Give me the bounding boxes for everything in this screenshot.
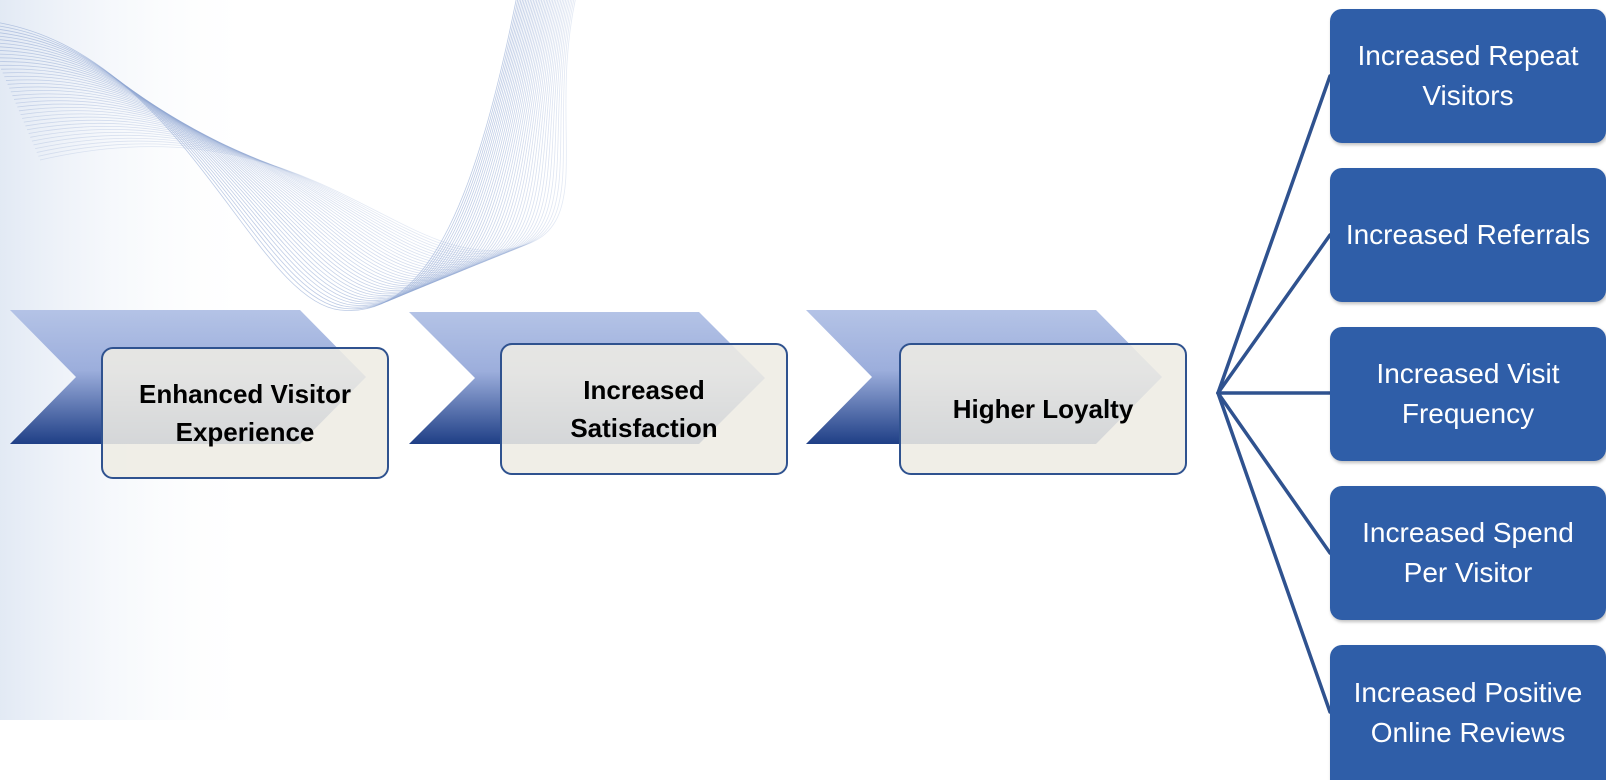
wave-line [30, 0, 567, 261]
stage-label: Higher Loyalty [952, 394, 1134, 424]
stage-box-increased-satisfaction: Increased Satisfaction [500, 343, 788, 475]
stage-label: Enhanced Visitor Experience [139, 379, 351, 447]
outcome-label: Increased Repeat Visitors [1357, 40, 1579, 111]
wave-line [1, 0, 538, 290]
wave-line [25, 0, 562, 266]
outcome-box-spend-per-visitor: Increased Spend Per Visitor [1330, 486, 1606, 620]
outcome-label: Increased Positive Online Reviews [1353, 676, 1583, 748]
outcome-box-positive-online-reviews: Increased Positive Online Reviews [1330, 645, 1606, 780]
wave-line [35, 0, 571, 256]
wave-line [2, 0, 539, 288]
connector-line-4 [1216, 391, 1332, 555]
wave-line [22, 0, 559, 269]
outcome-box-referrals: Increased Referrals [1330, 168, 1606, 302]
outcome-box-visit-frequency: Increased Visit Frequency [1330, 327, 1606, 461]
wave-line [33, 0, 570, 257]
outcome-box-repeat-visitors: Increased Repeat Visitors [1330, 9, 1606, 143]
stage-label: Increased Satisfaction [570, 375, 718, 443]
wave-line [10, 0, 547, 280]
wave-line [23, 0, 560, 267]
wave-line [9, 0, 546, 282]
wave-line [39, 0, 576, 251]
wave-line [5, 0, 543, 285]
wave-line [18, 0, 555, 272]
wave-line [17, 0, 554, 274]
connector-line-1 [1216, 74, 1332, 395]
wave-line [28, 0, 565, 262]
outcome-label: Increased Referrals [1345, 219, 1591, 250]
wave-line [26, 0, 563, 264]
wave-line [31, 0, 568, 259]
wave-line [12, 0, 549, 278]
wave-line [15, 0, 552, 275]
wave-line [0, 0, 536, 291]
outcome-label: Increased Spend Per Visitor [1362, 517, 1574, 588]
outcome-label: Increased Visit Frequency [1376, 358, 1560, 429]
wave-line [7, 0, 544, 283]
connector-line-5 [1216, 391, 1332, 714]
stage-box-enhanced-visitor-experience: Enhanced Visitor Experience [101, 347, 389, 479]
wave-line [20, 0, 557, 270]
connector-line-2 [1216, 233, 1332, 395]
wave-line [38, 0, 575, 253]
stage-box-higher-loyalty: Higher Loyalty [899, 343, 1187, 475]
wave-line [4, 0, 541, 287]
wave-line [0, 0, 535, 293]
wave-line [14, 0, 551, 277]
wave-line [36, 0, 573, 254]
